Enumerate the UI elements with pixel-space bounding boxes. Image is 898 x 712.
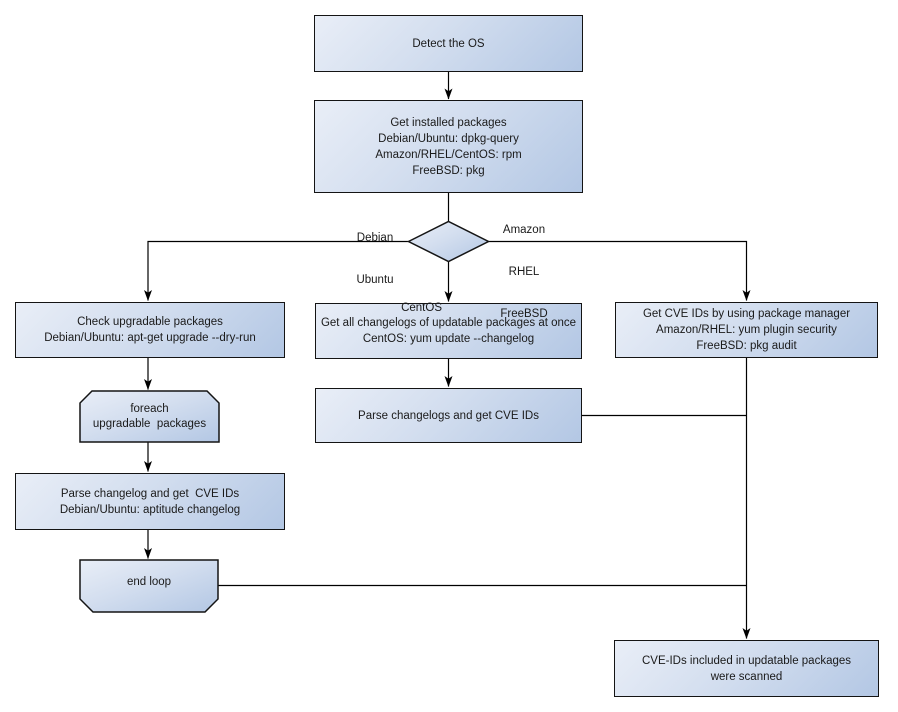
connector-decision-right (488, 240, 751, 301)
edge-label-line: Debian (356, 232, 394, 244)
os-decision-diamond (406, 220, 491, 263)
node-text: Parse changelog and get CVE IDs (60, 487, 240, 500)
connector-decision-left (144, 240, 409, 301)
node-text: end loop (126, 575, 172, 588)
node-text: Get CVE IDs by using package manager (642, 308, 851, 320)
end-loop-shape (79, 559, 219, 613)
foreach-loop-shape (79, 390, 220, 443)
node-text: FreeBSD: pkg audit (696, 340, 797, 352)
node-text: upgradable packages (92, 417, 207, 430)
node-text: CVE-IDs included in updatable packages (641, 654, 852, 667)
node-get-installed-packages: Get installed packages Debian/Ubuntu: dp… (314, 100, 583, 193)
node-text: were scanned (710, 670, 783, 683)
node-text: Debian/Ubuntu: aptitude changelog (59, 503, 241, 516)
node-get-cve-package-manager: Get CVE IDs by using package manager Ama… (615, 302, 878, 358)
edge-label-line: Ubuntu (356, 274, 394, 286)
node-text: Parse changelogs and get CVE IDs (358, 409, 539, 422)
node-get-all-changelogs: Get all changelogs of updatable packages… (315, 303, 582, 359)
node-detect-os: Detect the OS (314, 15, 583, 72)
edge-label-line: CentOS (401, 302, 442, 314)
edge-label-debian-ubuntu: Debian Ubuntu (345, 203, 405, 315)
node-text: Get installed packages (390, 116, 507, 129)
node-result-scanned: CVE-IDs included in updatable packages w… (614, 640, 879, 697)
node-text: FreeBSD: pkg (412, 164, 485, 177)
edge-label-amazon-rhel-freebsd: Amazon RHEL FreeBSD (493, 195, 555, 349)
node-text: foreach (130, 402, 169, 415)
node-text: Detect the OS (412, 37, 485, 50)
node-check-upgradable-packages: Check upgradable packages Debian/Ubuntu:… (15, 302, 285, 358)
node-text: Amazon/RHEL: yum plugin security (656, 324, 837, 336)
node-text: Debian/Ubuntu: dpkg-query (378, 132, 519, 145)
edge-label-line: RHEL (508, 266, 540, 278)
edge-label-line: Amazon (502, 224, 546, 236)
node-parse-changelog-debian: Parse changelog and get CVE IDs Debian/U… (15, 473, 285, 530)
node-text: Amazon/RHEL/CentOS: rpm (375, 148, 522, 161)
node-text: Get all changelogs of updatable packages… (320, 317, 577, 329)
node-end-loop-label: end loop (80, 558, 218, 606)
edge-label-line: FreeBSD (500, 308, 548, 320)
node-text: Debian/Ubuntu: apt-get upgrade --dry-run (44, 332, 256, 344)
node-text: Check upgradable packages (77, 316, 223, 328)
edge-label-centos: CentOS (382, 273, 442, 343)
node-parse-changelogs: Parse changelogs and get CVE IDs (315, 388, 582, 443)
node-foreach-loop-label: foreach upgradable packages (80, 391, 219, 442)
node-text: CentOS: yum update --changelog (362, 333, 535, 345)
